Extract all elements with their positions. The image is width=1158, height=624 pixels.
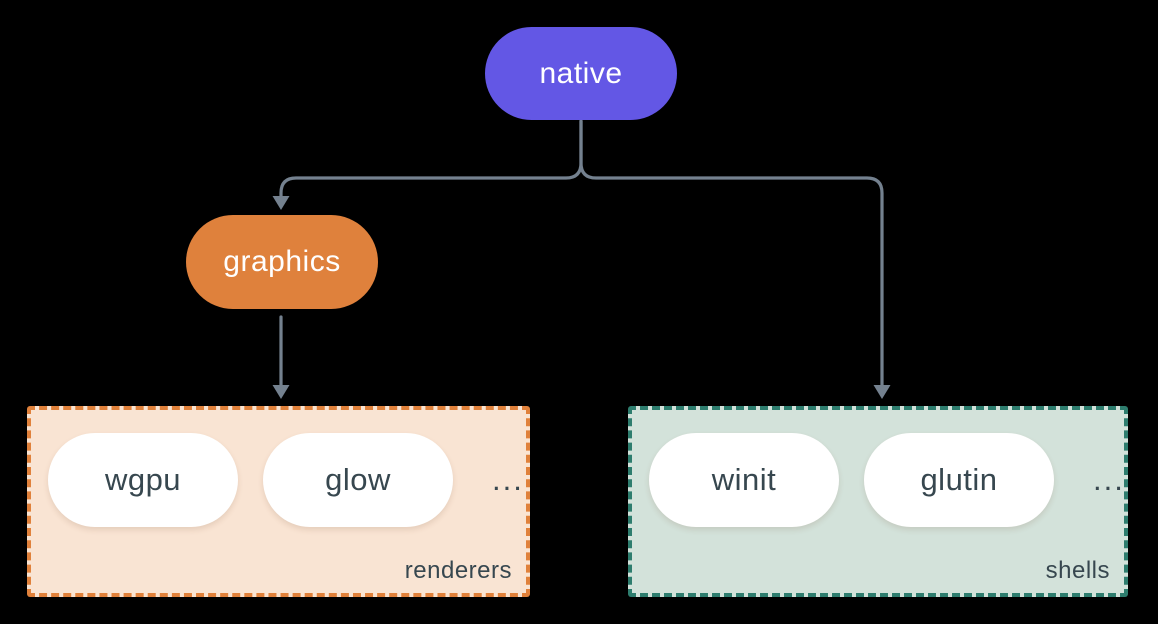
node-wgpu: wgpu [48,433,238,527]
arrow-down-icon [272,385,290,399]
renderers-items-row: wgpu glow ... [31,410,526,527]
node-native-label: native [539,56,623,90]
node-winit-label: winit [711,462,777,497]
node-graphics: graphics [186,215,378,309]
group-label-renderers: renderers [404,557,512,584]
node-native: native [485,27,677,120]
node-wgpu-label: wgpu [104,462,182,497]
node-glow-label: glow [325,462,391,497]
node-graphics-label: graphics [223,245,341,278]
arrow-down-icon [873,385,891,399]
node-winit: winit [649,433,839,527]
group-renderers: wgpu glow ... renderers [27,406,530,597]
node-glow: glow [263,433,453,527]
group-shells: winit glutin ... shells [628,406,1128,597]
shells-ellipsis: ... [1093,462,1125,497]
node-glutin: glutin [864,433,1054,527]
arrow-down-icon [272,196,290,210]
node-glutin-label: glutin [920,462,998,497]
branch-left-line [279,119,583,198]
renderers-ellipsis: ... [492,462,524,497]
branch-right-line [579,119,884,387]
group-label-shells: shells [1045,557,1110,584]
shells-items-row: winit glutin ... [632,410,1124,527]
